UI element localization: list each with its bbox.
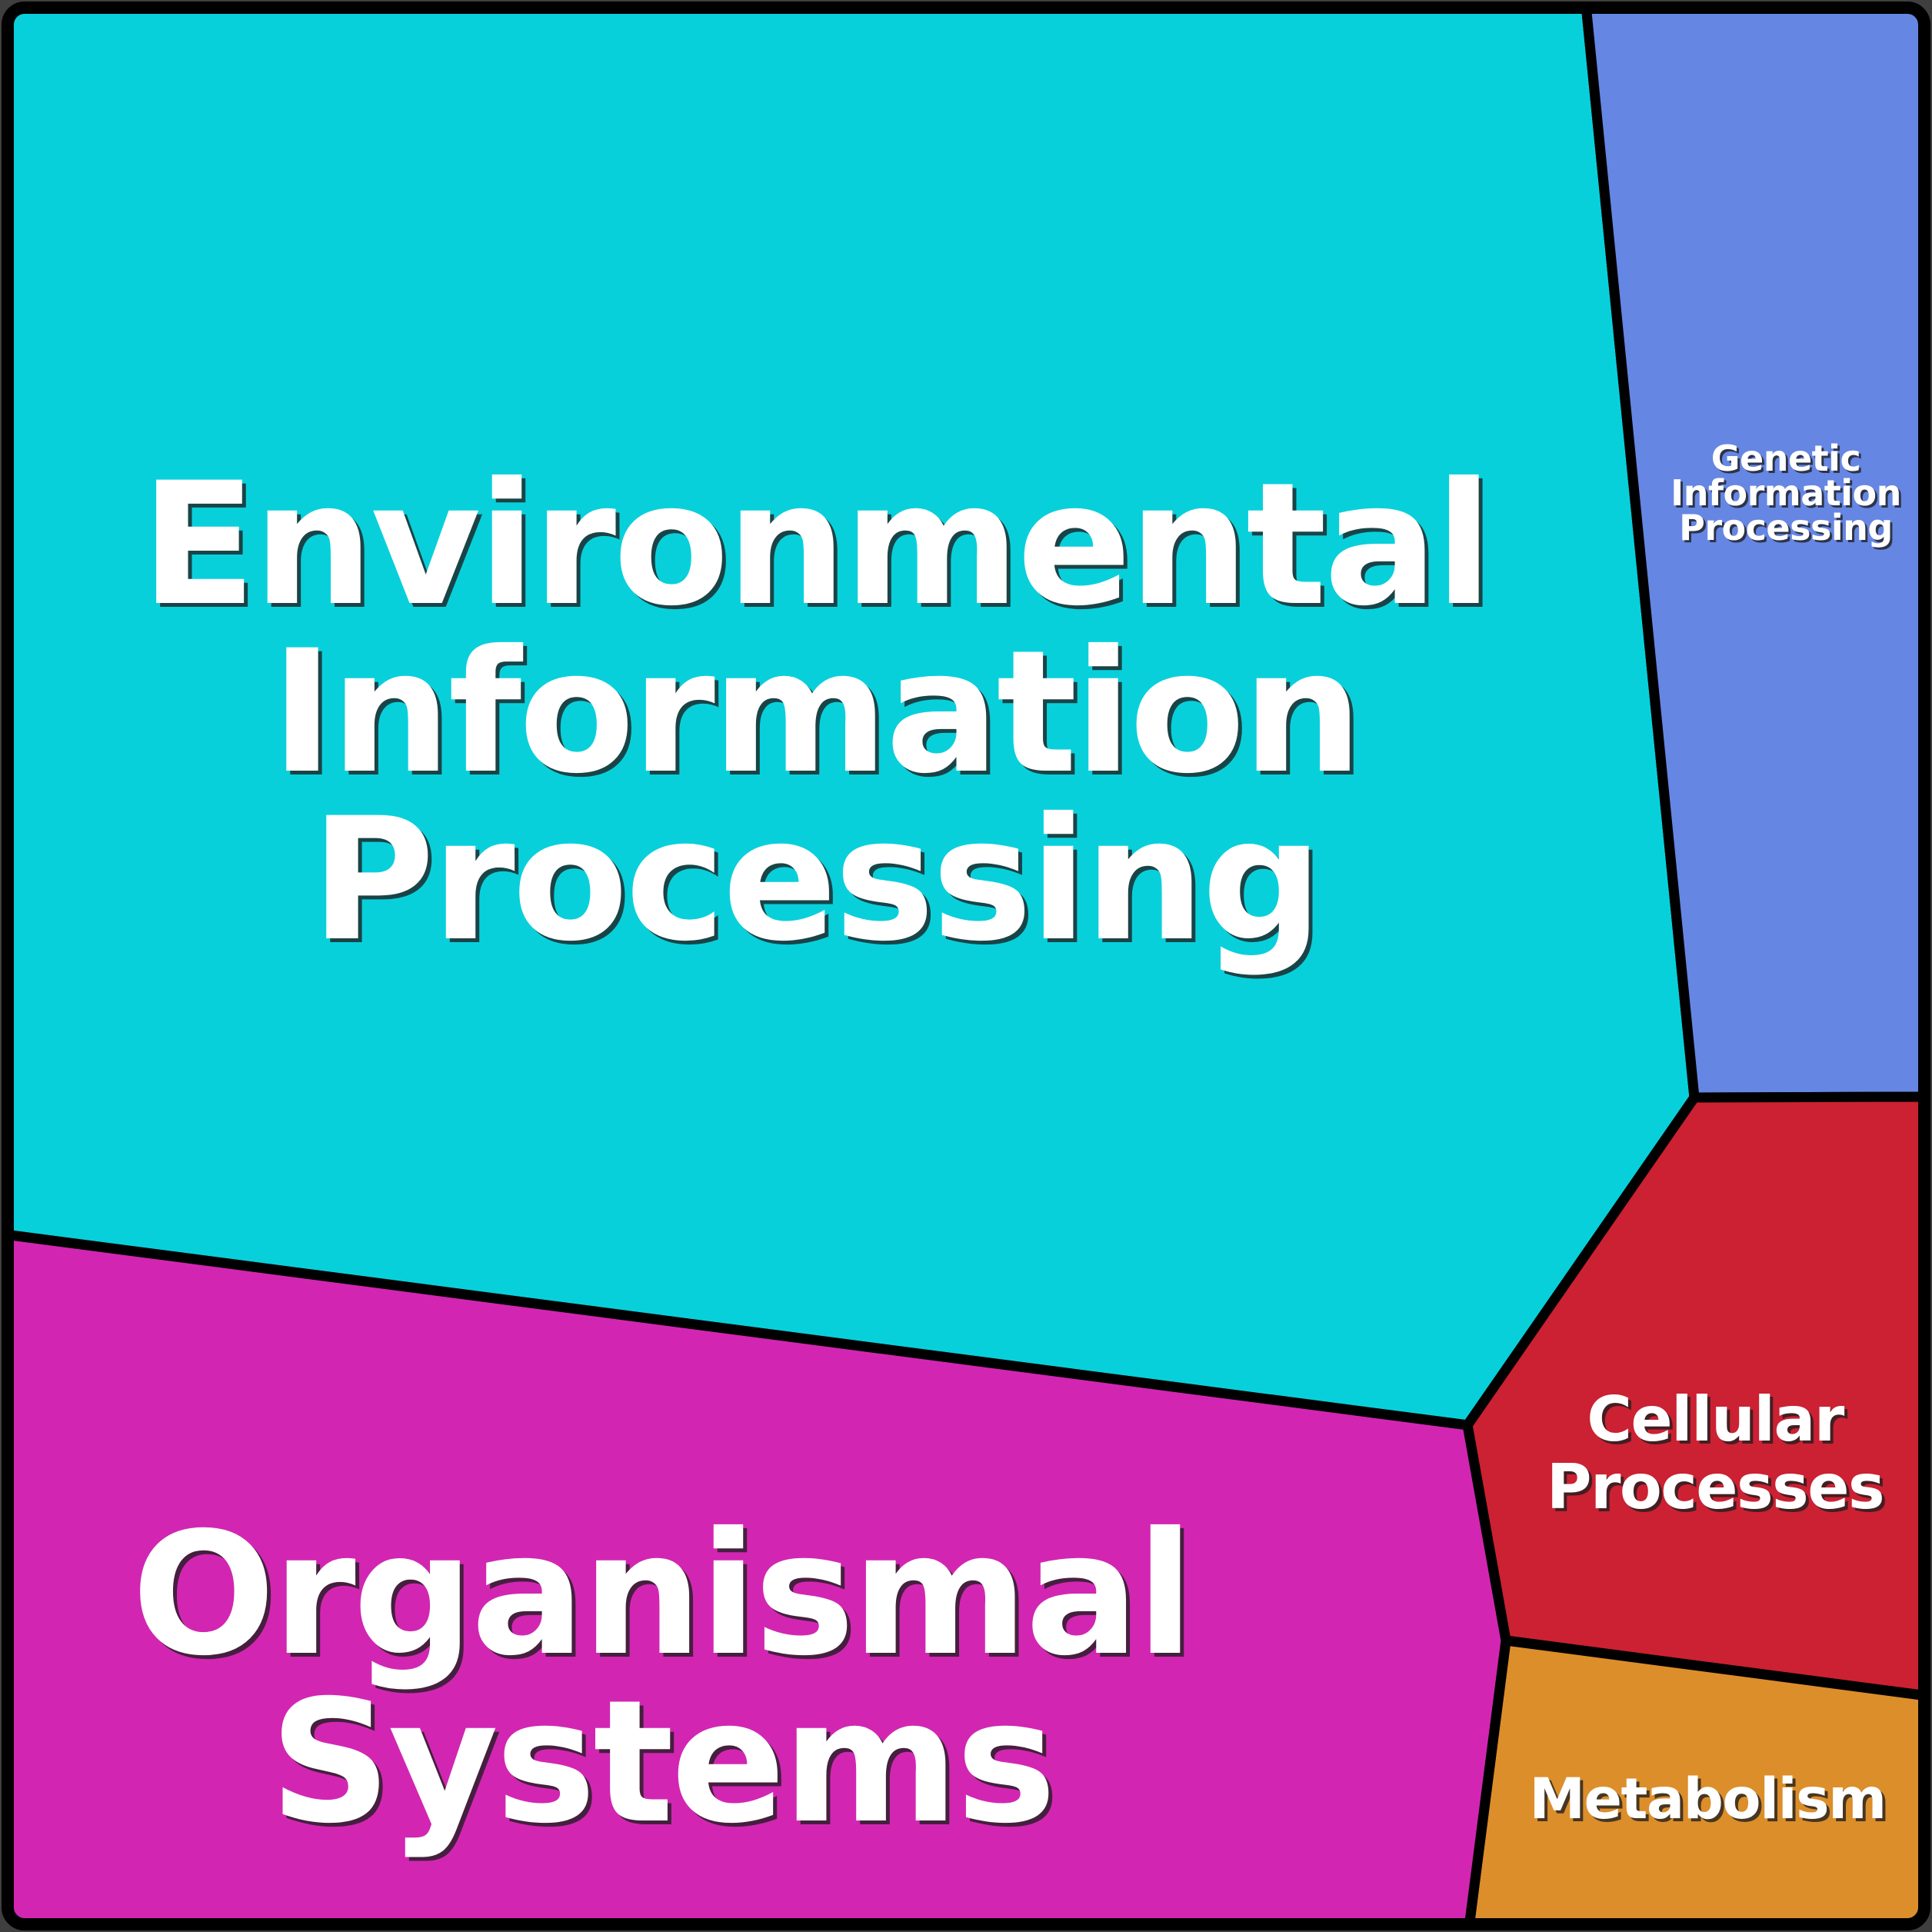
label-genetic-line3-shadow: Processing <box>1681 509 1895 551</box>
label-environmental-line2: Information <box>271 614 1360 811</box>
label-genetic-shadow: Genetic Information Processing <box>1673 440 1904 551</box>
label-genetic-line2: Information <box>1671 472 1901 514</box>
label-genetic: Genetic Information Processing <box>1671 438 1901 548</box>
label-environmental-line3: Processing <box>311 781 1320 978</box>
label-environmental-line2-shadow: Information <box>275 618 1364 814</box>
label-organismal-line2: Systems <box>269 1664 1053 1860</box>
label-organismal: Organismal Systems <box>132 1496 1194 1860</box>
label-genetic-line1-shadow: Genetic <box>1714 440 1863 481</box>
label-genetic-line1: Genetic <box>1711 438 1860 479</box>
label-cellular-line2-shadow: Processes <box>1550 1454 1887 1526</box>
label-metabolism: Metabolism <box>1529 1767 1887 1832</box>
label-genetic-line3: Processing <box>1679 507 1893 548</box>
label-organismal-shadow: Organismal Systems <box>135 1500 1198 1864</box>
label-environmental: Environmental Information Processing <box>141 446 1493 978</box>
label-environmental-line1: Environmental <box>141 446 1490 643</box>
label-organismal-line2-shadow: Systems <box>273 1667 1057 1864</box>
label-cellular-line1: Cellular <box>1587 1384 1845 1455</box>
label-cellular-line1-shadow: Cellular <box>1590 1387 1848 1458</box>
label-metabolism-shadow: Metabolism <box>1532 1770 1890 1835</box>
label-genetic-line2-shadow: Information <box>1673 475 1904 516</box>
label-cellular-shadow: Cellular Processes <box>1550 1387 1888 1526</box>
label-cellular-line2: Processes <box>1547 1451 1884 1523</box>
label-environmental-line1-shadow: Environmental <box>145 450 1494 647</box>
label-metabolism-line1: Metabolism <box>1529 1767 1885 1832</box>
label-metabolism-line1-shadow: Metabolism <box>1532 1770 1888 1835</box>
label-environmental-shadow: Environmental Information Processing <box>145 450 1497 982</box>
label-organismal-line1-shadow: Organismal <box>135 1500 1195 1697</box>
label-environmental-line3-shadow: Processing <box>315 785 1324 982</box>
label-cellular: Cellular Processes <box>1547 1384 1885 1523</box>
label-organismal-line1: Organismal <box>132 1496 1191 1693</box>
